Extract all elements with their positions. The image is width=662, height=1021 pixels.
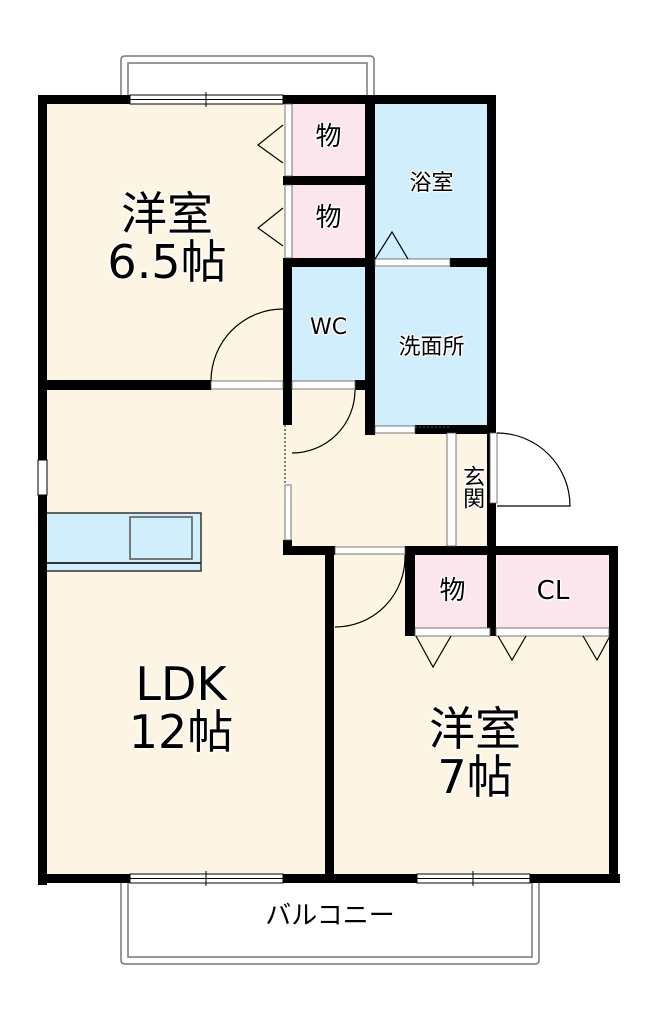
western-room-2-size: 7帖: [437, 750, 513, 805]
washroom-floor: [375, 267, 488, 427]
western-room-2-label: 洋室 7帖: [395, 705, 555, 802]
windows: [37, 92, 531, 886]
washroom-label: 洗面所: [398, 335, 465, 360]
ldk-floor: [46, 390, 326, 875]
storage-2-label: 物: [315, 203, 342, 233]
storage-1-label: 物: [315, 122, 342, 152]
balcony-label: バルコニー: [265, 901, 395, 931]
toilet-floor: [292, 267, 365, 382]
western-room-1-floor: [46, 103, 286, 383]
storage-3-label: 物: [439, 576, 466, 606]
western-room-1-name: 洋室: [121, 187, 213, 241]
top-balcony-railing: [120, 55, 375, 96]
western-room-1-label: 洋室 6.5帖: [92, 190, 242, 287]
bottom-balcony-railing: [120, 882, 540, 965]
western-room-1-size: 6.5帖: [107, 235, 227, 290]
closet-floor: [497, 555, 609, 628]
door-swings: [210, 124, 611, 669]
storage-2-floor: [292, 185, 365, 260]
ldk-label: LDK 12帖: [96, 660, 266, 757]
closet-label: CL: [536, 576, 570, 606]
walls: [38, 95, 620, 885]
door-openings: [210, 103, 610, 637]
bath-label: 浴室: [409, 171, 454, 196]
storage-3-floor: [415, 555, 490, 628]
toilet-label: WC: [309, 315, 348, 340]
western-room-2-name: 洋室: [429, 702, 521, 756]
entrance-label: 玄関: [459, 465, 485, 509]
ldk-size: 12帖: [128, 705, 234, 760]
storage-1-floor: [292, 103, 365, 178]
ldk-name: LDK: [135, 657, 227, 711]
bath-floor: [375, 103, 488, 260]
kitchen-counter: [45, 512, 202, 572]
